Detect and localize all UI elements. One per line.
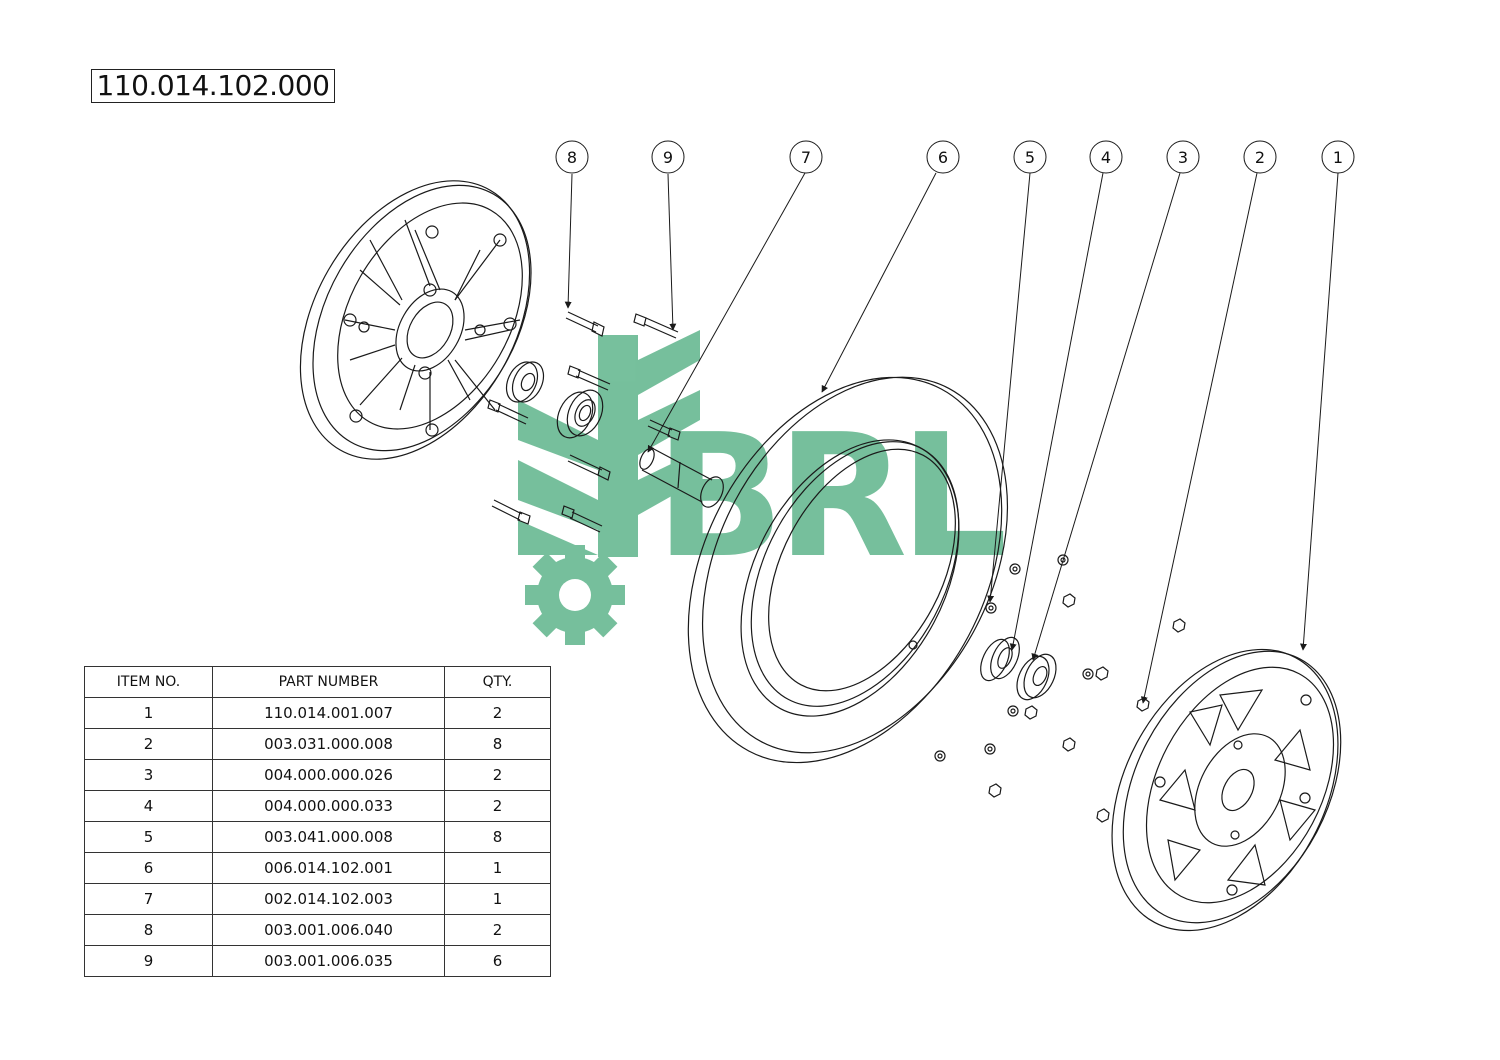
part-number-cell: 003.001.006.040	[212, 914, 445, 946]
balloons: 8 9 7 6 5 4 3 2 1	[555, 140, 1355, 174]
bearing-right-item-4	[980, 636, 1020, 682]
header-item-no: ITEM NO.	[84, 666, 213, 698]
balloon-4: 4	[1089, 140, 1123, 174]
balloon-7: 7	[789, 140, 823, 174]
part-number-cell: 110.014.001.007	[212, 697, 445, 729]
drawing-title: 110.014.102.000	[91, 69, 335, 103]
balloon-9: 9	[651, 140, 685, 174]
part-number-cell: 003.001.006.035	[212, 945, 445, 977]
part-number-cell: 003.041.000.008	[212, 821, 445, 853]
qty-cell: 8	[444, 821, 551, 853]
wheat-icon	[518, 330, 700, 557]
svg-text:9: 9	[663, 148, 673, 167]
qty-cell: 6	[444, 945, 551, 977]
watermark-text: BRL	[655, 398, 1003, 596]
balloon-2: 2	[1243, 140, 1277, 174]
svg-text:2: 2	[1255, 148, 1265, 167]
svg-text:5: 5	[1025, 148, 1035, 167]
item-no-cell: 2	[84, 728, 213, 760]
balloon-5: 5	[1013, 140, 1047, 174]
qty-cell: 2	[444, 790, 551, 822]
qty-cell: 1	[444, 852, 551, 884]
balloon-8: 8	[555, 140, 589, 174]
washer-right-item-3	[1016, 653, 1057, 701]
item-no-cell: 1	[84, 697, 213, 729]
svg-text:3: 3	[1178, 148, 1188, 167]
wheel-half-right	[1111, 648, 1342, 932]
leader-lines	[564, 172, 1339, 704]
part-number-cell: 004.000.000.026	[212, 759, 445, 791]
part-number-cell: 002.014.102.003	[212, 883, 445, 915]
item-no-cell: 9	[84, 945, 213, 977]
qty-cell: 2	[444, 914, 551, 946]
item-no-cell: 7	[84, 883, 213, 915]
tire-item-6	[687, 376, 1009, 764]
part-number-cell: 006.014.102.001	[212, 852, 445, 884]
svg-text:7: 7	[801, 148, 811, 167]
part-number-cell: 004.000.000.033	[212, 790, 445, 822]
bom-header-row: ITEM NO. PART NUMBER QTY.	[84, 666, 551, 698]
washer-left	[505, 361, 545, 403]
item-no-cell: 8	[84, 914, 213, 946]
bolt-item-8	[565, 311, 605, 337]
bolts	[487, 311, 681, 533]
svg-text:1: 1	[1333, 148, 1343, 167]
svg-text:6: 6	[938, 148, 948, 167]
svg-text:8: 8	[567, 148, 577, 167]
qty-cell: 1	[444, 883, 551, 915]
part-number-cell: 003.031.000.008	[212, 728, 445, 760]
watermark-logo: BRL	[518, 330, 1011, 645]
header-part-number: PART NUMBER	[212, 666, 445, 698]
wheel-half-left	[299, 180, 532, 460]
gear-icon	[525, 545, 625, 645]
qty-cell: 8	[444, 728, 551, 760]
balloon-1: 1	[1321, 140, 1355, 174]
balloon-6: 6	[926, 140, 960, 174]
item-no-cell: 4	[84, 790, 213, 822]
item-no-cell: 3	[84, 759, 213, 791]
svg-text:4: 4	[1101, 148, 1111, 167]
qty-cell: 2	[444, 759, 551, 791]
bearing-left	[556, 389, 604, 439]
bolt-item-9	[633, 313, 679, 339]
item-no-cell: 6	[84, 852, 213, 884]
header-qty: QTY.	[444, 666, 551, 698]
qty-cell: 2	[444, 697, 551, 729]
nuts-and-washers	[934, 554, 1186, 823]
item-no-cell: 5	[84, 821, 213, 853]
balloon-3: 3	[1166, 140, 1200, 174]
